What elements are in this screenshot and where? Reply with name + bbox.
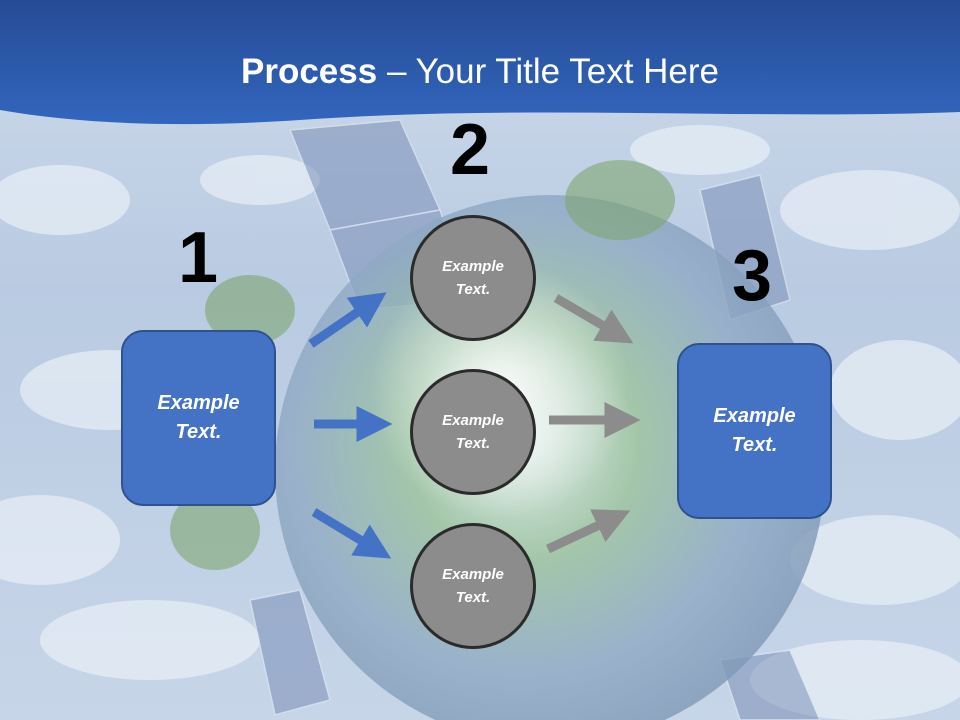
arrow-gray-up (546, 509, 631, 554)
step-number-1: 1 (178, 218, 219, 298)
step-number-2: 2 (450, 110, 491, 190)
circle-bottom: Example Text. (410, 523, 536, 649)
circle-middle: Example Text. (410, 369, 536, 495)
page-title: Process – Your Title Text Here (0, 52, 960, 92)
right-box-text: Example Text. (713, 405, 796, 456)
circle-bottom-text: Example Text. (442, 566, 504, 606)
right-box: Example Text. (677, 343, 832, 519)
arrow-gray-down (553, 294, 634, 344)
circle-middle-text: Example Text. (442, 412, 504, 452)
title-bold: Process (241, 52, 378, 91)
circle-top: Example Text. (410, 215, 536, 341)
step-number-3: 3 (732, 236, 773, 316)
arrow-blue-up (308, 292, 387, 348)
circle-top-text: Example Text. (442, 258, 504, 298)
title-banner (0, 0, 960, 125)
arrow-blue-down (311, 508, 392, 559)
left-box: Example Text. (121, 330, 276, 506)
title-rest: – Your Title Text Here (377, 52, 719, 91)
left-box-text: Example Text. (157, 392, 240, 443)
